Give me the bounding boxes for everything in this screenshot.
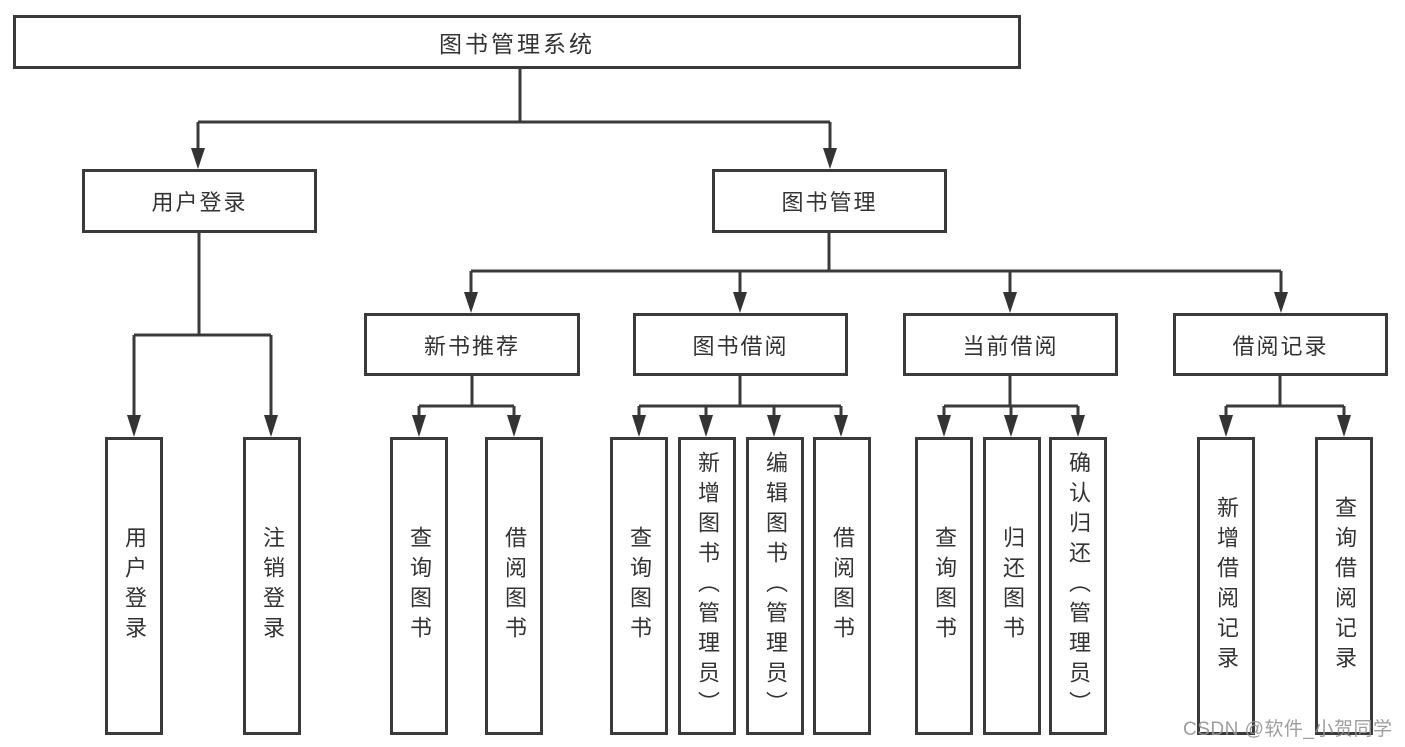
leaf-label: 查询图书	[407, 526, 432, 646]
leaf-borrow-book: 借阅图书	[813, 437, 871, 735]
leaf-label: 查询借阅记录	[1332, 496, 1357, 676]
leaf-recommend-query-book: 查询图书	[390, 437, 448, 735]
leaf-label: 编辑图书（管理员）	[763, 451, 788, 721]
leaf-recommend-borrow-book: 借阅图书	[485, 437, 543, 735]
node-library-system: 图书管理系统	[13, 15, 1021, 69]
leaf-label: 查询图书	[627, 526, 652, 646]
leaf-label: 借阅图书	[502, 526, 527, 646]
leaf-current-query-book: 查询图书	[915, 437, 973, 735]
leaf-label: 借阅图书	[830, 526, 855, 646]
leaf-add-book-admin: 新增图书（管理员）	[678, 437, 736, 735]
leaf-logout: 注销登录	[243, 437, 301, 735]
leaf-edit-book-admin: 编辑图书（管理员）	[746, 437, 804, 735]
leaf-label: 确认归还（管理员）	[1066, 451, 1091, 721]
leaf-confirm-return-admin: 确认归还（管理员）	[1049, 437, 1107, 735]
leaf-query-borrow-record: 查询借阅记录	[1315, 437, 1373, 735]
leaf-label: 归还图书	[1000, 526, 1025, 646]
leaf-return-book: 归还图书	[983, 437, 1041, 735]
leaf-user-login: 用户登录	[105, 437, 163, 735]
leaf-borrow-query-book: 查询图书	[610, 437, 668, 735]
csdn-watermark: CSDN @软件_小贺同学	[1183, 719, 1393, 740]
node-current-borrow: 当前借阅	[903, 313, 1118, 376]
leaf-label: 新增图书（管理员）	[695, 451, 720, 721]
leaf-add-borrow-record: 新增借阅记录	[1197, 437, 1255, 735]
node-borrow-records: 借阅记录	[1173, 313, 1388, 376]
leaf-label: 用户登录	[122, 526, 147, 646]
node-user-login: 用户登录	[82, 169, 317, 233]
leaf-label: 新增借阅记录	[1214, 496, 1239, 676]
node-new-book-recommend: 新书推荐	[364, 313, 580, 376]
node-book-borrow: 图书借阅	[633, 313, 848, 376]
leaf-label: 注销登录	[260, 526, 285, 646]
node-book-management: 图书管理	[712, 169, 947, 233]
leaf-label: 查询图书	[932, 526, 957, 646]
